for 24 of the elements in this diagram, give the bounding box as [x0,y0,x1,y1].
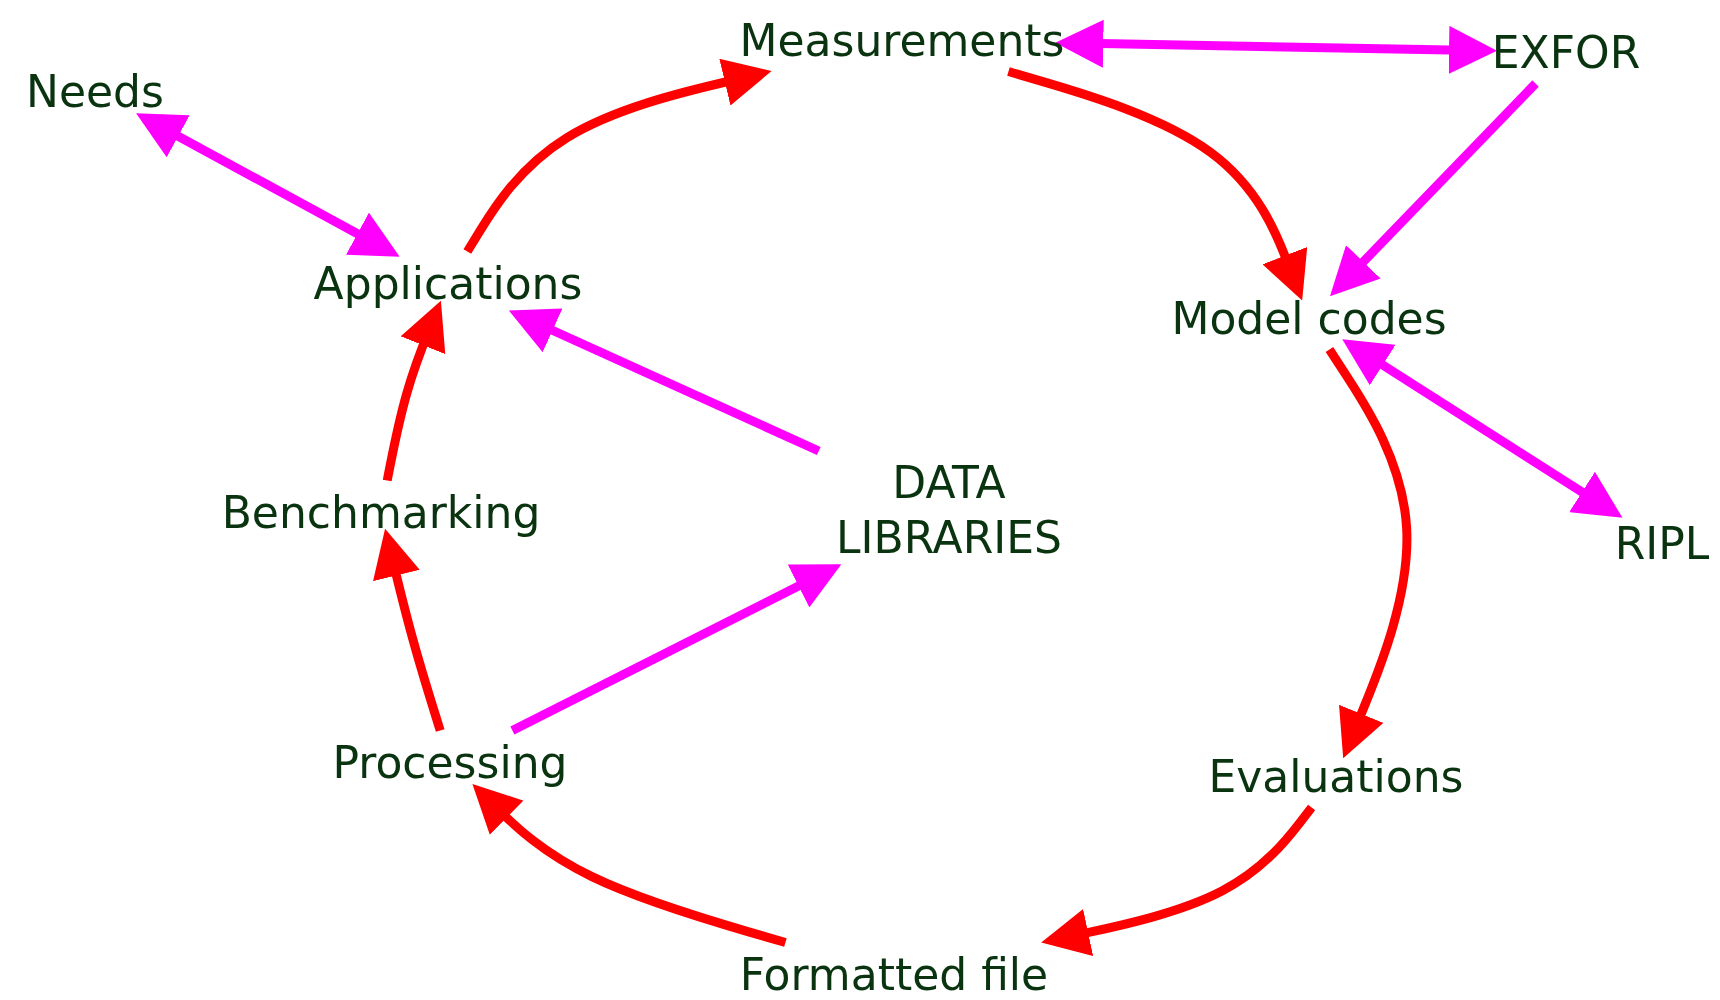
arrow [1055,19,1497,74]
arrow [510,564,842,735]
node-label: Model codes [1171,291,1447,346]
node-label: Evaluations [1208,749,1464,804]
node-label: Measurements [739,13,1065,68]
node-label: Formatted file [739,947,1049,1000]
arrow [1329,80,1539,297]
arrow [382,300,446,482]
arrow [1342,339,1623,518]
node-label: EXFOR [1491,25,1641,80]
node-label: Needs [26,64,164,119]
node-label: RIPL [1614,516,1710,571]
arrow [1325,347,1412,759]
arrow [136,113,400,257]
arrow [1041,804,1316,956]
arrow [1007,67,1308,301]
arrow [508,308,821,456]
arrow [373,528,445,732]
node-label: Applications [313,256,583,311]
node-label: DATA LIBRARIES [835,456,1063,565]
arrow [472,784,787,947]
node-label: Benchmarking [221,485,541,540]
node-label: Processing [332,735,568,790]
arrow [463,58,772,254]
